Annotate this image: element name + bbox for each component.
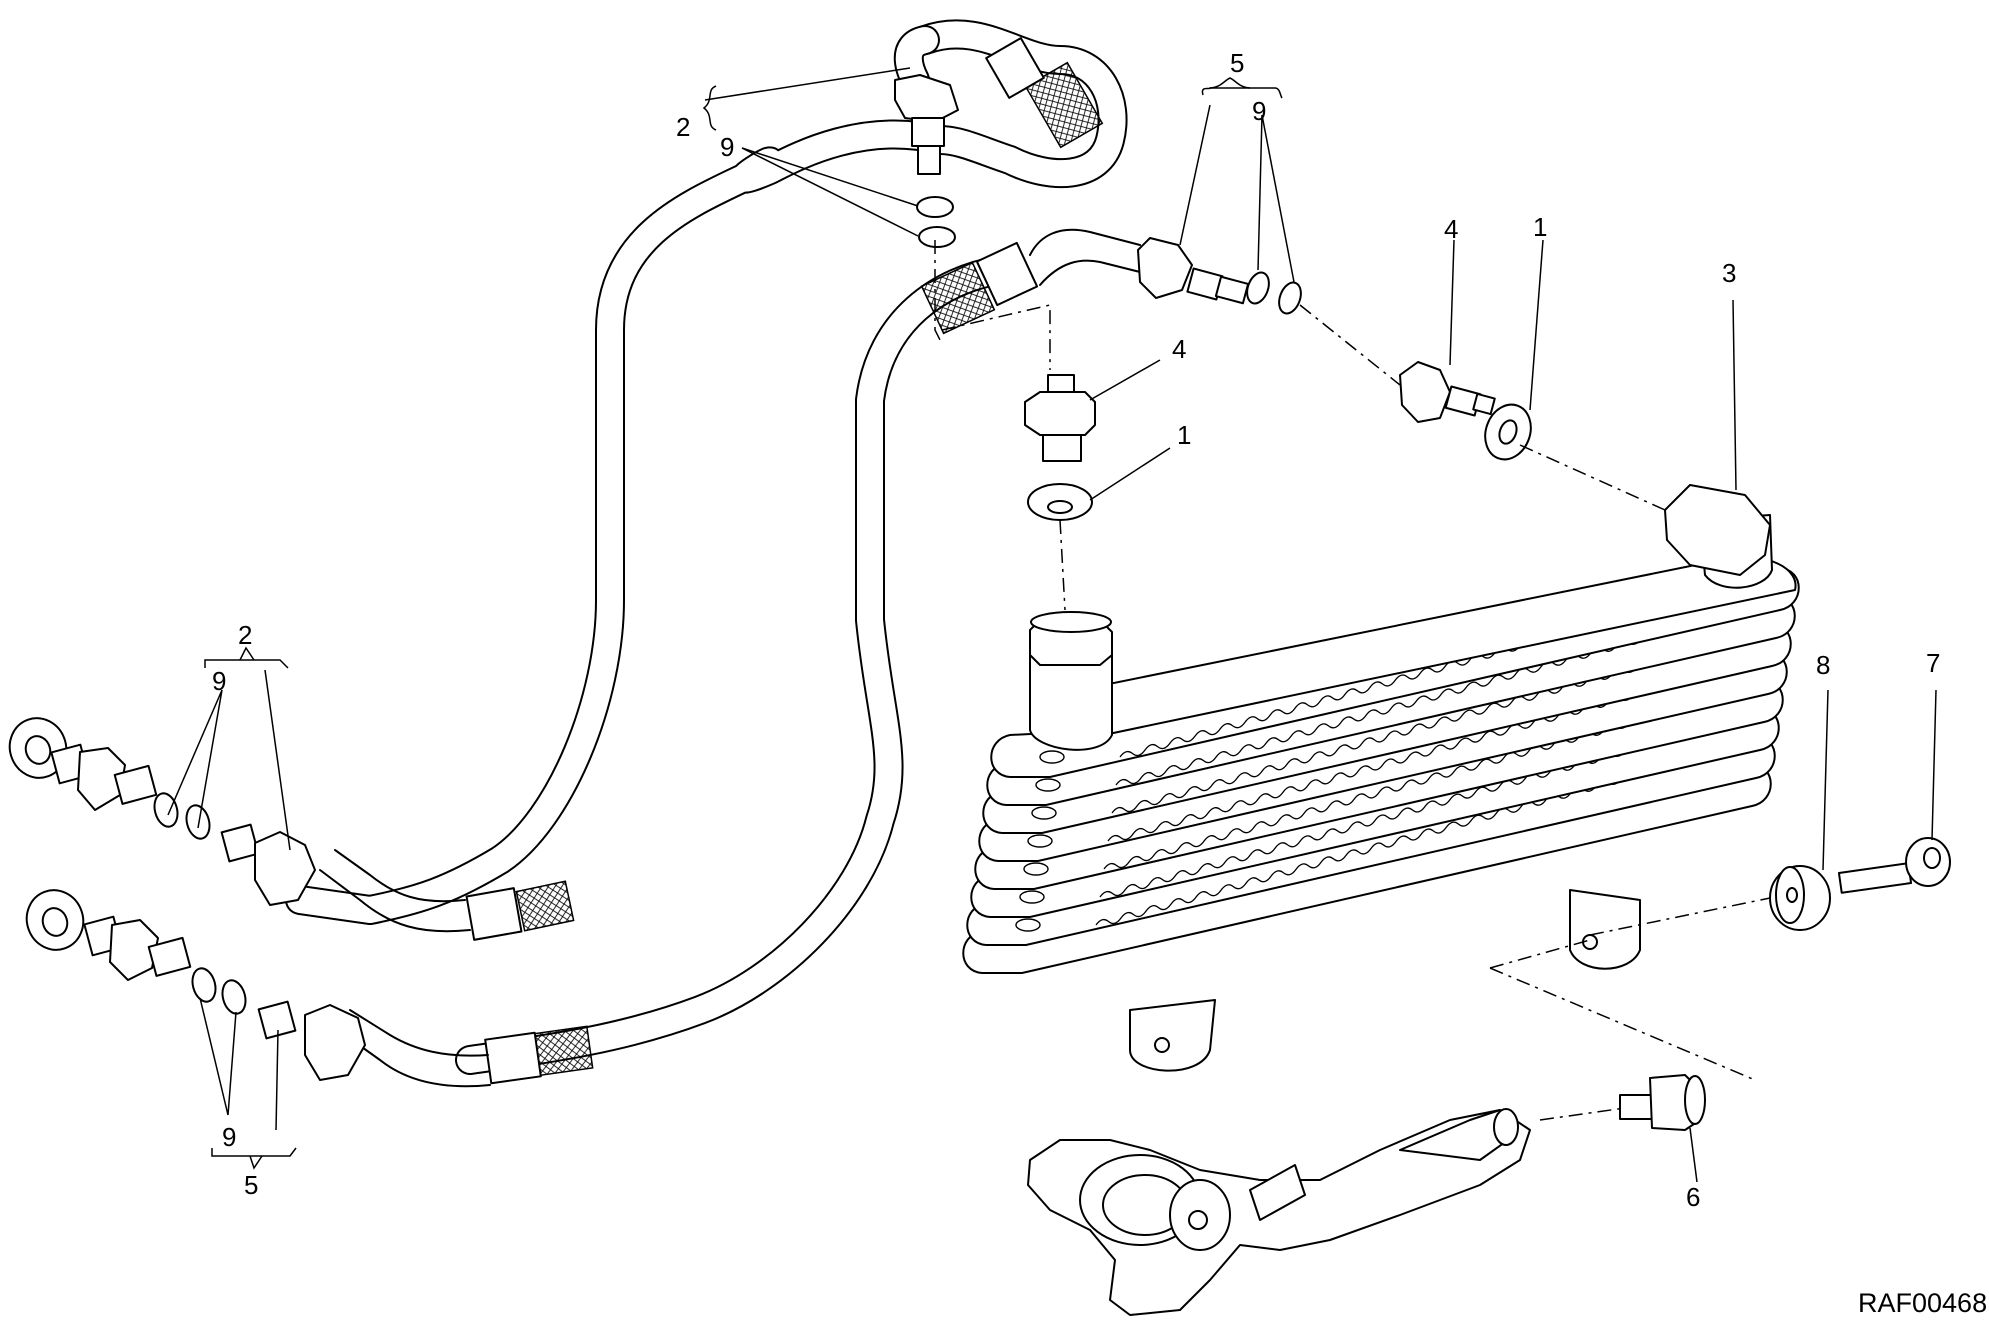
o-rings-9-top [916,196,956,248]
callout-8: 8 [1816,650,1830,680]
callout-9: 9 [222,1122,236,1152]
callout-7: 7 [1926,648,1940,678]
washer-1-right [1484,403,1532,461]
adapter-4-middle [1024,374,1096,462]
cooler-outlet-fitting [1664,484,1773,589]
callout-5: 5 [1230,48,1244,78]
leader-lines [167,67,1937,1183]
oil-hose-upper [285,19,1128,941]
callout-1: 1 [1533,212,1547,242]
cooler-slab-end [1015,918,1041,932]
callout-9: 9 [1252,96,1266,126]
cooler-slab-end [1035,778,1061,792]
left-fitting-lower [25,889,366,1081]
cooler-slab-end [1019,890,1045,904]
cooler-slab-end [1027,834,1053,848]
screw-7 [1837,837,1951,894]
callout-labels: 1 1 2 2 3 4 4 5 5 6 7 8 9 9 9 9 [212,48,1940,1212]
reference-code: RAF00468 [1858,1288,1987,1318]
o-rings-9-top-right [1246,271,1302,315]
callout-6: 6 [1686,1182,1700,1212]
oil-cooler [962,484,1800,1072]
mounting-bracket [1027,1108,1531,1316]
adapter-4-right [1399,361,1496,423]
screw-6 [1619,1074,1706,1131]
washer-1-middle [1027,483,1093,521]
union-fitting-5-top [1137,237,1250,305]
cooler-inlet-fitting [1029,611,1113,751]
callout-2: 2 [676,112,690,142]
cooler-slab-end [1023,862,1049,876]
callout-4: 4 [1444,214,1458,244]
callout-5: 5 [244,1170,258,1200]
callout-2: 2 [238,620,252,650]
rubber-grommet-8 [1769,865,1831,931]
callout-1: 1 [1177,420,1191,450]
callout-9: 9 [720,132,734,162]
callout-3: 3 [1722,258,1736,288]
callout-4: 4 [1172,334,1186,364]
cooler-slab-end [1039,750,1065,764]
callout-9: 9 [212,666,226,696]
oil-hose-lower [344,228,1141,1088]
cooler-slab-end [1031,806,1057,820]
assembly-lines [934,240,1771,1121]
union-fitting-top [894,74,959,175]
left-fitting-upper [8,717,316,906]
